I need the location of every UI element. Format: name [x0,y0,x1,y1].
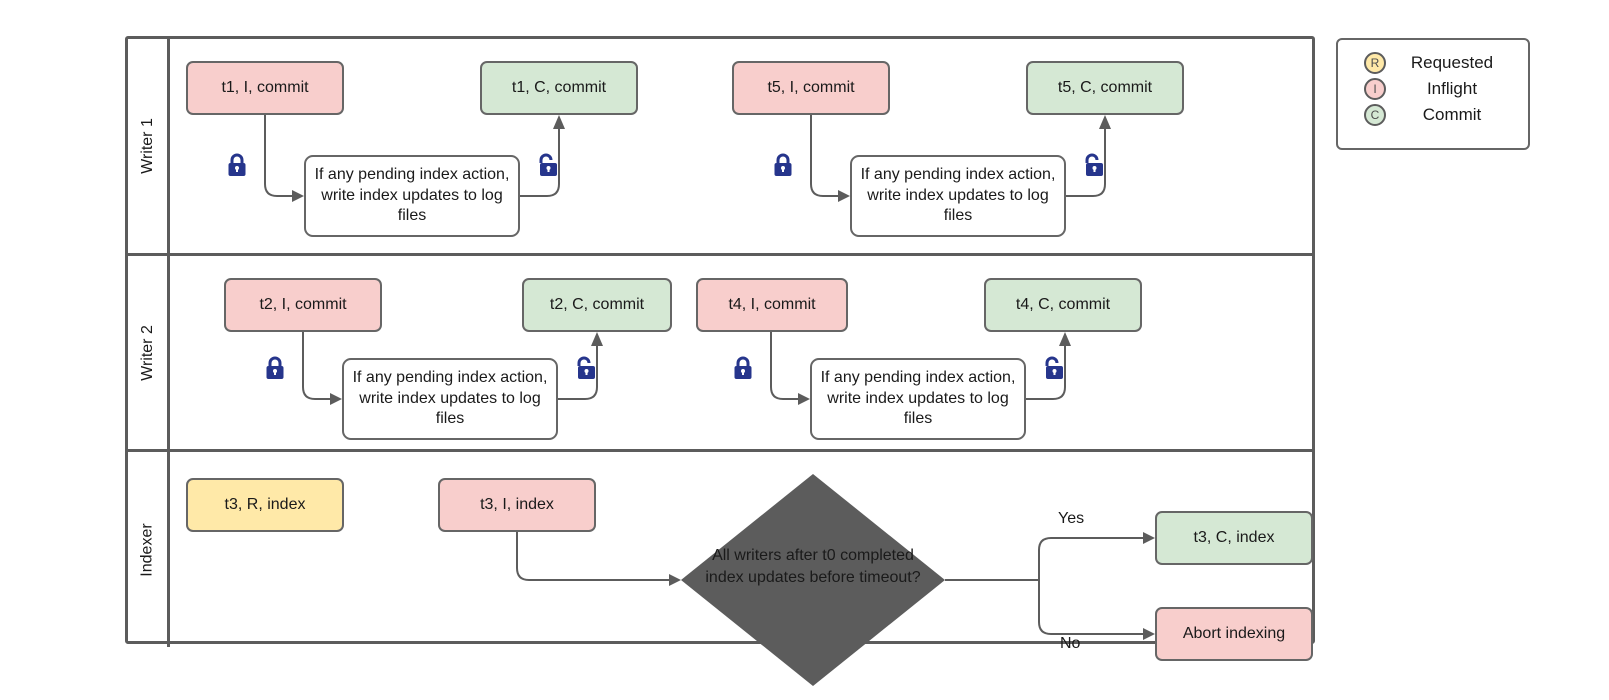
lock-closed-icon [732,355,754,381]
legend-item-inflight: I Inflight [1364,76,1528,102]
node-abort-indexing[interactable]: Abort indexing [1155,607,1313,661]
lock-closed-icon [226,152,248,178]
lane-indexer: Indexer t3, R, index t3, I, index All wr… [128,449,1313,686]
requested-status-icon: R [1364,52,1386,74]
lane-body-indexer: t3, R, index t3, I, index All writers af… [170,452,1313,686]
node-t5-commit[interactable]: t5, C, commit [1026,61,1184,115]
lane-header-indexer: Indexer [128,452,170,647]
lane-label-indexer: Indexer [138,522,156,577]
legend-item-commit: C Commit [1364,102,1528,128]
commit-status-icon: C [1364,104,1386,126]
lane-body-writer-1: t1, I, commit t1, C, commit If any pendi… [170,39,1312,253]
node-t5-inflight[interactable]: t5, I, commit [732,61,890,115]
lane-header-writer-2: Writer 2 [128,256,170,449]
legend-label-inflight: Inflight [1426,79,1478,98]
node-t4-commit[interactable]: t4, C, commit [984,278,1142,332]
lane-label-writer-2: Writer 2 [138,324,156,381]
edge-label-no: No [1060,635,1081,652]
lane-header-writer-1: Writer 1 [128,39,170,253]
lane-writer-1: Writer 1 t1, I, commit t1, C, commit If … [128,39,1312,253]
edge-label-yes: Yes [1058,510,1085,527]
legend-item-requested: R Requested [1364,50,1528,76]
inflight-status-icon: I [1364,78,1386,100]
node-process-writer1-b[interactable]: If any pending index action, write index… [850,155,1066,237]
node-process-writer1-a[interactable]: If any pending index action, write index… [304,155,520,237]
legend-label-requested: Requested [1410,53,1494,72]
node-t3-commit[interactable]: t3, C, index [1155,511,1313,565]
lock-closed-icon [264,355,286,381]
decision-label: All writers after t0 completed index upd… [705,547,921,586]
lock-open-icon [1082,152,1104,178]
swimlane-pool: Writer 1 t1, I, commit t1, C, commit If … [125,36,1315,686]
lock-open-icon [1042,355,1064,381]
lock-open-icon [536,152,558,178]
lane-writer-2: Writer 2 t2, I, commit t2, C, commit If … [128,253,1312,449]
legend-label-commit: Commit [1422,105,1482,124]
node-process-writer2-a[interactable]: If any pending index action, write index… [342,358,558,440]
node-t4-inflight[interactable]: t4, I, commit [696,278,848,332]
lock-closed-icon [772,152,794,178]
node-process-writer2-b[interactable]: If any pending index action, write index… [810,358,1026,440]
node-t3-requested[interactable]: t3, R, index [186,478,344,532]
lock-open-icon [574,355,596,381]
node-t1-inflight[interactable]: t1, I, commit [186,61,344,115]
node-t1-commit[interactable]: t1, C, commit [480,61,638,115]
lane-body-writer-2: t2, I, commit t2, C, commit If any pendi… [170,256,1312,449]
node-t2-inflight[interactable]: t2, I, commit [224,278,382,332]
node-t2-commit[interactable]: t2, C, commit [522,278,672,332]
legend: R Requested I Inflight C Commit [1336,38,1530,150]
node-t3-inflight[interactable]: t3, I, index [438,478,596,532]
lane-label-writer-1: Writer 1 [138,118,156,174]
